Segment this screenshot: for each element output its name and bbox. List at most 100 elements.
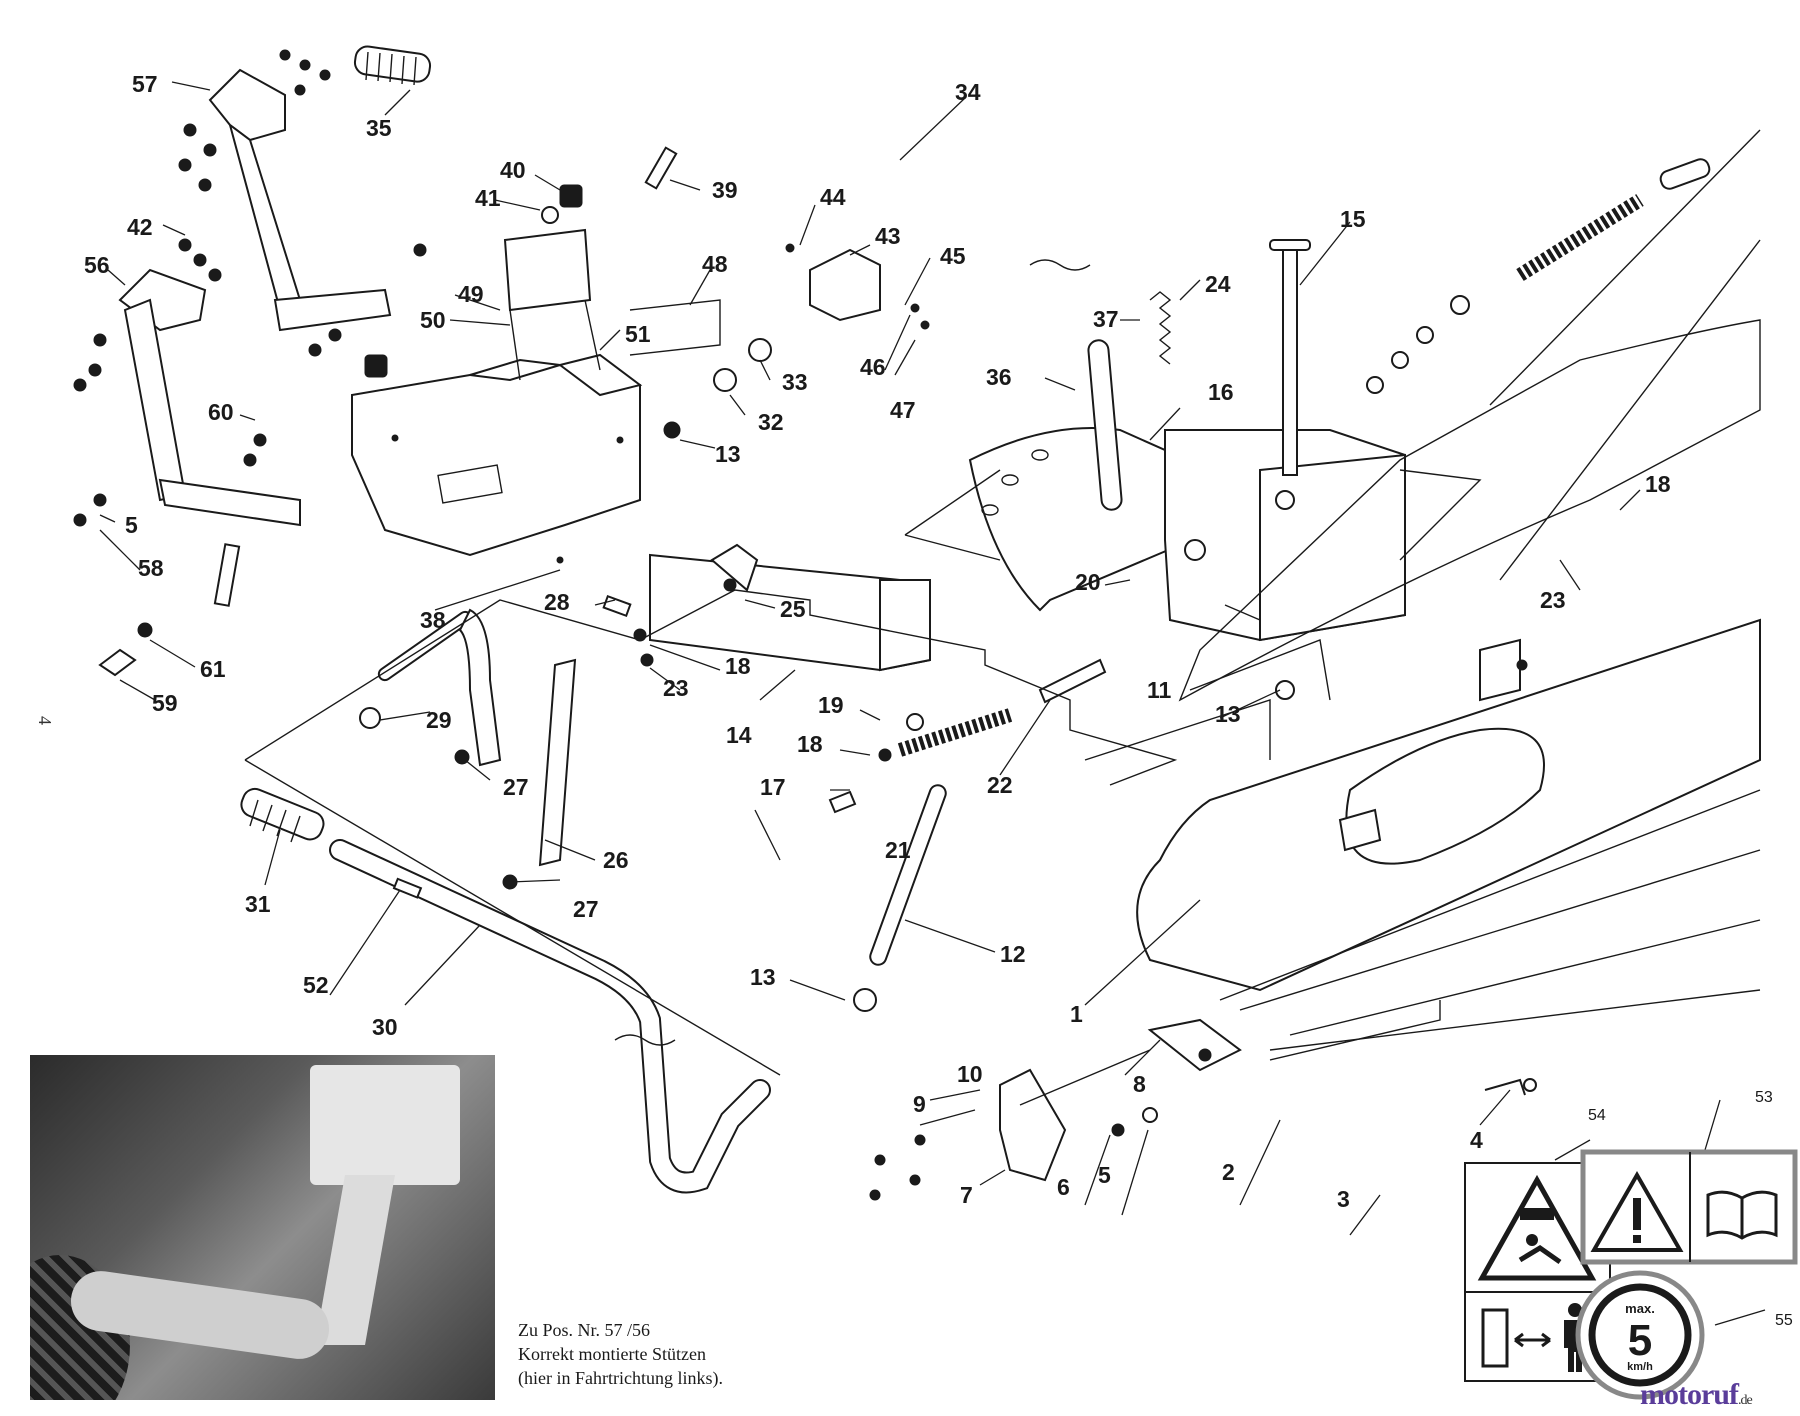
manual-book-icon xyxy=(1706,1190,1778,1240)
crush-hazard-icon xyxy=(1477,1174,1597,1281)
label-12: 12 xyxy=(1000,941,1026,967)
label-42: 42 xyxy=(127,214,153,240)
label-57: 57 xyxy=(132,71,158,97)
label-28: 28 xyxy=(544,589,570,615)
label-59: 59 xyxy=(152,690,178,716)
label-10: 10 xyxy=(957,1061,983,1087)
label-5b: 5 xyxy=(1098,1162,1111,1188)
label-18b: 18 xyxy=(725,653,751,679)
speed-value-text: 5 xyxy=(1628,1316,1652,1365)
distance-icon xyxy=(1481,1308,1509,1368)
label-33: 33 xyxy=(782,369,808,395)
label-45: 45 xyxy=(940,243,966,269)
label-26: 26 xyxy=(603,847,629,873)
label-53: 53 xyxy=(1755,1089,1773,1106)
watermark-logo: motoruf.de xyxy=(1640,1378,1753,1412)
warning-decal-53 xyxy=(1580,1149,1798,1265)
label-7: 7 xyxy=(960,1182,973,1208)
label-48: 48 xyxy=(702,251,728,277)
label-15: 15 xyxy=(1340,206,1366,232)
label-46: 46 xyxy=(860,354,886,380)
label-2: 2 xyxy=(1222,1159,1235,1185)
label-49: 49 xyxy=(458,281,484,307)
watermark-tld: .de xyxy=(1737,1393,1753,1408)
leader-lines xyxy=(99,81,1766,1326)
label-13b: 13 xyxy=(1215,701,1241,727)
page-number: 4 xyxy=(35,716,55,725)
label-39: 39 xyxy=(712,177,738,203)
photo-caption: Zu Pos. Nr. 57 /56 Korrekt montierte Stü… xyxy=(518,1318,818,1390)
plate-16 xyxy=(968,339,1212,612)
label-19: 19 xyxy=(818,692,844,718)
label-18a: 18 xyxy=(1645,471,1671,497)
caption-line-1: Zu Pos. Nr. 57 /56 xyxy=(518,1320,651,1340)
label-4: 4 xyxy=(1470,1127,1483,1153)
label-61: 61 xyxy=(200,656,226,682)
label-54: 54 xyxy=(1588,1107,1606,1124)
label-3: 3 xyxy=(1337,1186,1350,1212)
label-30: 30 xyxy=(372,1014,398,1040)
handle-mount-7 xyxy=(869,1018,1242,1201)
handle-tube-30 xyxy=(240,787,771,1194)
box-11 xyxy=(1164,239,1406,700)
speed-unit-text: km/h xyxy=(1627,1361,1653,1373)
warning-triangle-icon xyxy=(1590,1170,1684,1252)
hitch-frame-assembly xyxy=(351,228,643,564)
box-14 xyxy=(649,543,931,672)
springs-and-fasteners xyxy=(364,146,930,439)
person-icon xyxy=(1568,1303,1582,1317)
label-25: 25 xyxy=(780,596,806,622)
label-23a: 23 xyxy=(1540,587,1566,613)
label-38: 38 xyxy=(420,607,446,633)
label-34: 34 xyxy=(955,79,981,105)
part-labels: 57 35 34 40 41 39 44 43 45 15 42 56 48 4… xyxy=(84,71,1793,1329)
label-13c: 13 xyxy=(750,964,776,990)
label-31: 31 xyxy=(245,891,271,917)
bracket-57 xyxy=(178,49,427,357)
label-27b: 27 xyxy=(573,896,599,922)
label-60: 60 xyxy=(208,399,234,425)
label-50: 50 xyxy=(420,307,446,333)
outline-frames xyxy=(244,469,1482,1076)
watermark-brand: motoruf xyxy=(1640,1378,1739,1411)
pin-29-link-26 xyxy=(359,594,654,890)
caption-line-3: (hier in Fahrtrichtung links). xyxy=(518,1368,723,1388)
label-13a: 13 xyxy=(715,441,741,467)
label-6: 6 xyxy=(1057,1174,1070,1200)
label-5a: 5 xyxy=(125,512,138,538)
label-27a: 27 xyxy=(503,774,529,800)
label-43: 43 xyxy=(875,223,901,249)
photo-bracket-plate xyxy=(310,1065,460,1185)
label-8: 8 xyxy=(1133,1071,1146,1097)
label-37: 37 xyxy=(1093,306,1119,332)
springs-upper-right xyxy=(1149,158,1711,394)
label-55: 55 xyxy=(1775,1312,1793,1329)
label-22: 22 xyxy=(987,772,1013,798)
label-47: 47 xyxy=(890,397,916,423)
label-52: 52 xyxy=(303,972,329,998)
label-29: 29 xyxy=(426,707,452,733)
label-40: 40 xyxy=(500,157,526,183)
label-56: 56 xyxy=(84,252,110,278)
label-23b: 23 xyxy=(663,675,689,701)
label-51: 51 xyxy=(625,321,651,347)
speed-limit-decal-55: max. 5 km/h xyxy=(1575,1270,1705,1400)
label-21: 21 xyxy=(885,837,911,863)
label-16: 16 xyxy=(1208,379,1234,405)
mounted-supports-photo xyxy=(30,1055,495,1400)
label-9: 9 xyxy=(913,1091,926,1117)
label-36: 36 xyxy=(986,364,1012,390)
bracket-56 xyxy=(73,238,301,677)
caption-line-2: Korrekt montierte Stützen xyxy=(518,1344,706,1364)
label-32: 32 xyxy=(758,409,784,435)
label-24: 24 xyxy=(1205,271,1231,297)
label-44: 44 xyxy=(820,184,846,210)
rod-12 xyxy=(828,658,1107,1012)
label-11: 11 xyxy=(1147,677,1172,703)
label-18c: 18 xyxy=(797,731,823,757)
label-1: 1 xyxy=(1070,1001,1083,1027)
label-58: 58 xyxy=(138,555,164,581)
label-14: 14 xyxy=(726,722,752,748)
speed-max-text: max. xyxy=(1625,1301,1655,1316)
